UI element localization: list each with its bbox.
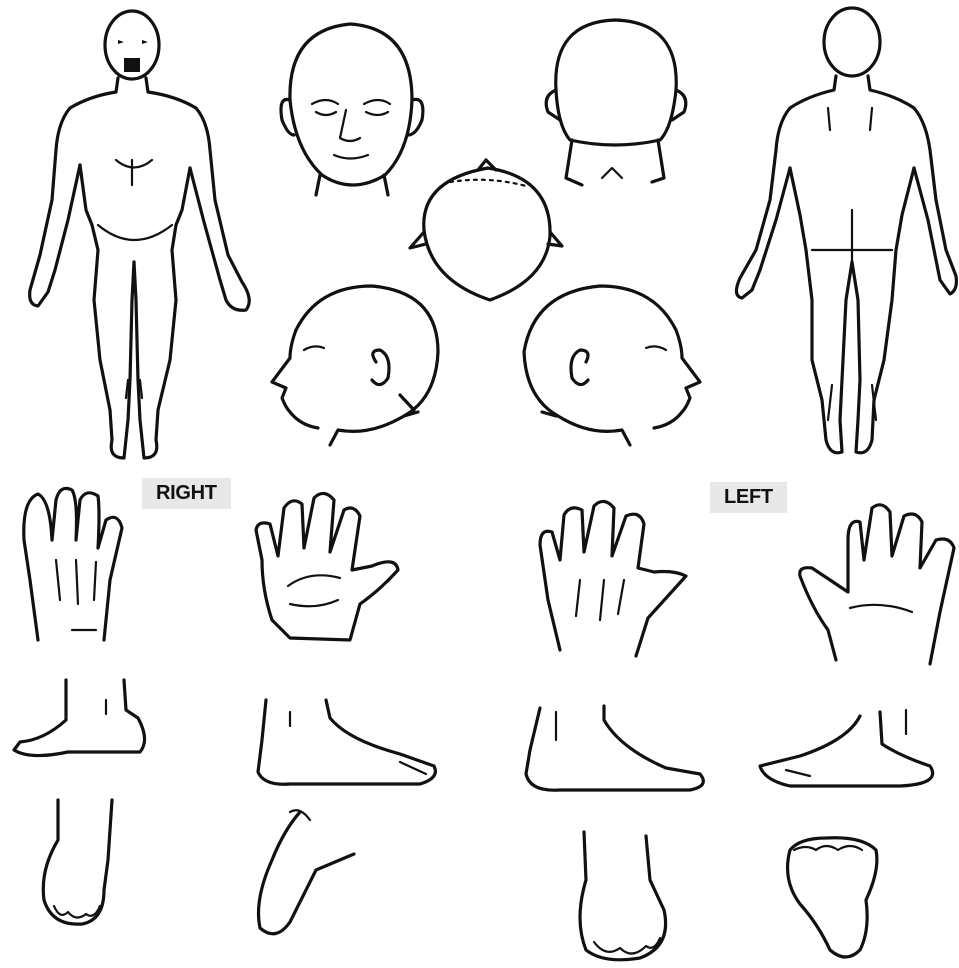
left-foot-sole-figure <box>788 838 877 957</box>
left-foot-outer-figure <box>526 706 703 790</box>
left-side-label: LEFT <box>710 482 787 513</box>
right-hand-palm-figure <box>256 493 398 640</box>
head-profile-left-figure <box>524 286 700 445</box>
head-top-figure <box>410 160 562 300</box>
back-body-figure <box>736 8 956 453</box>
left-hand-palm-figure <box>800 505 954 664</box>
left-foot-top-figure <box>580 832 666 960</box>
right-foot-inner-figure <box>14 680 145 756</box>
head-profile-right-figure <box>272 286 438 445</box>
right-foot-outer-figure <box>258 700 435 784</box>
head-back-figure <box>546 20 686 185</box>
face-front-figure <box>281 24 423 195</box>
left-foot-inner-figure <box>760 710 933 786</box>
right-foot-top-figure <box>43 800 112 924</box>
right-hand-back-figure <box>24 488 122 640</box>
front-body-figure <box>30 11 250 458</box>
right-foot-sole-figure <box>259 810 355 934</box>
left-hand-back-figure <box>540 501 686 656</box>
right-side-label: RIGHT <box>142 478 231 509</box>
